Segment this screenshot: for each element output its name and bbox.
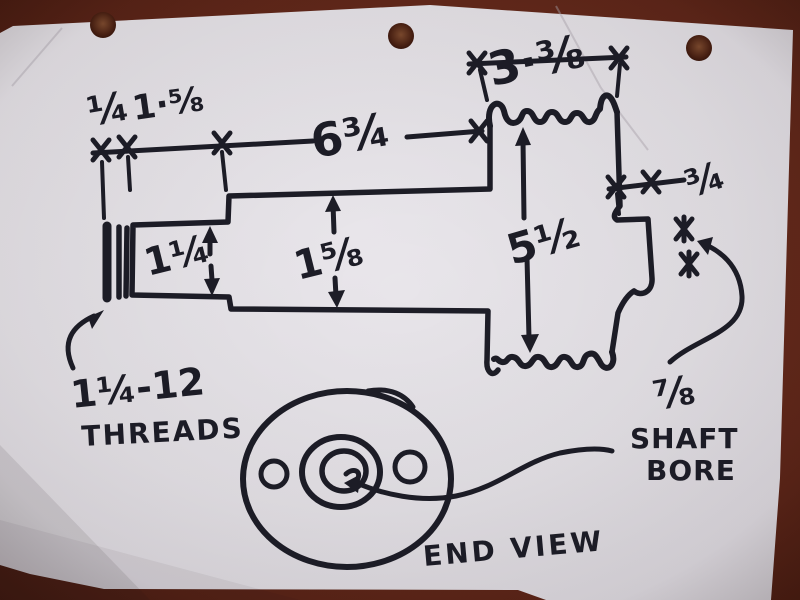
sketch-canvas: ¼ 1·⅝ 6¾ 3·⅜ 1¼ 1⅝ 5½ ¾ ⅞ 1¼-12 THREADS … — [0, 0, 800, 600]
photo-of-sketch: ¼ 1·⅝ 6¾ 3·⅜ 1¼ 1⅝ 5½ ¾ ⅞ 1¼-12 THREADS … — [0, 0, 800, 600]
photo-vignette — [0, 0, 800, 600]
